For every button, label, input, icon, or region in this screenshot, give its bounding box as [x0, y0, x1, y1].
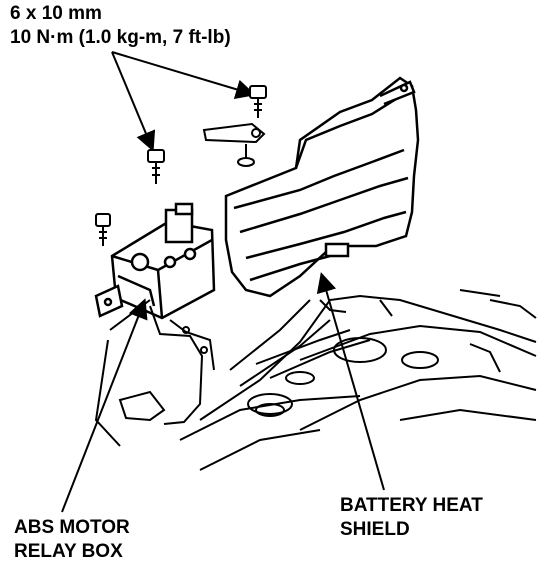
relay-box-label-line2: RELAY BOX	[14, 541, 123, 562]
relay-box-label-line1: ABS MOTOR	[14, 517, 130, 538]
bolt-upper-right	[249, 85, 267, 118]
mounting-bracket	[118, 305, 215, 425]
abs-motor-relay-box	[94, 202, 216, 320]
battery-heat-shield	[224, 76, 420, 298]
heat-shield-label-line2: SHIELD	[340, 519, 410, 540]
strap-clip	[202, 122, 266, 167]
engine-bay-outline	[94, 289, 537, 471]
torque-leader-lines	[111, 51, 256, 152]
heat-shield-label-line1: BATTERY HEAT	[340, 495, 483, 516]
label-leader-lines	[61, 272, 385, 513]
bolt-lower-left	[95, 213, 111, 246]
bolt-upper-left	[147, 149, 165, 184]
torque-spec-label: 10 N·m (1.0 kg-m, 7 ft-lb)	[10, 27, 231, 48]
bolt-size-label: 6 x 10 mm	[10, 3, 102, 24]
